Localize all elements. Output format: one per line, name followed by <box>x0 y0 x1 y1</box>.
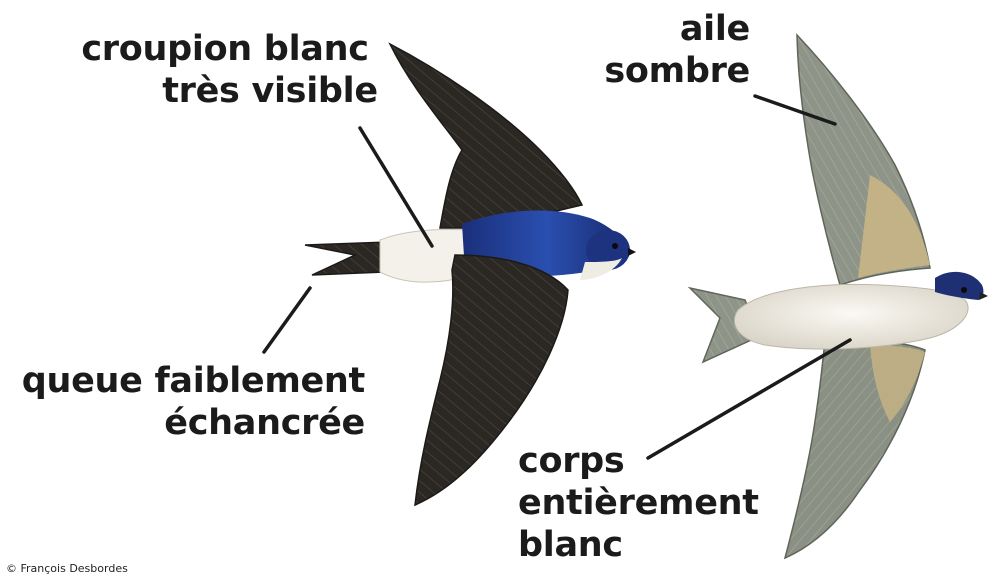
label-croupion-line2: très visible <box>70 70 380 112</box>
label-croupion-line1: croupion blanc <box>70 28 380 70</box>
forked-tail <box>305 242 388 275</box>
copyright-credit: © François Desbordes <box>6 562 128 575</box>
eye <box>612 243 618 249</box>
upper-wing <box>390 44 582 228</box>
label-corps: corps entièrement blanc <box>518 440 778 566</box>
leader-line-queue <box>264 288 310 352</box>
label-queue-line1: queue faiblement <box>10 360 365 402</box>
beak <box>628 248 636 256</box>
eye <box>961 287 967 293</box>
label-corps-line2: entièrement <box>518 482 778 524</box>
label-corps-line1: corps <box>518 440 778 482</box>
label-aile: aile sombre <box>590 8 750 92</box>
label-queue-line2: échancrée <box>10 402 365 444</box>
leader-line-croupion <box>360 128 432 246</box>
label-aile-line2: sombre <box>590 50 750 92</box>
label-croupion: croupion blanc très visible <box>70 28 380 112</box>
beak <box>979 292 988 300</box>
label-aile-line1: aile <box>590 8 750 50</box>
label-queue: queue faiblement échancrée <box>10 360 365 444</box>
label-corps-line3: blanc <box>518 524 778 566</box>
